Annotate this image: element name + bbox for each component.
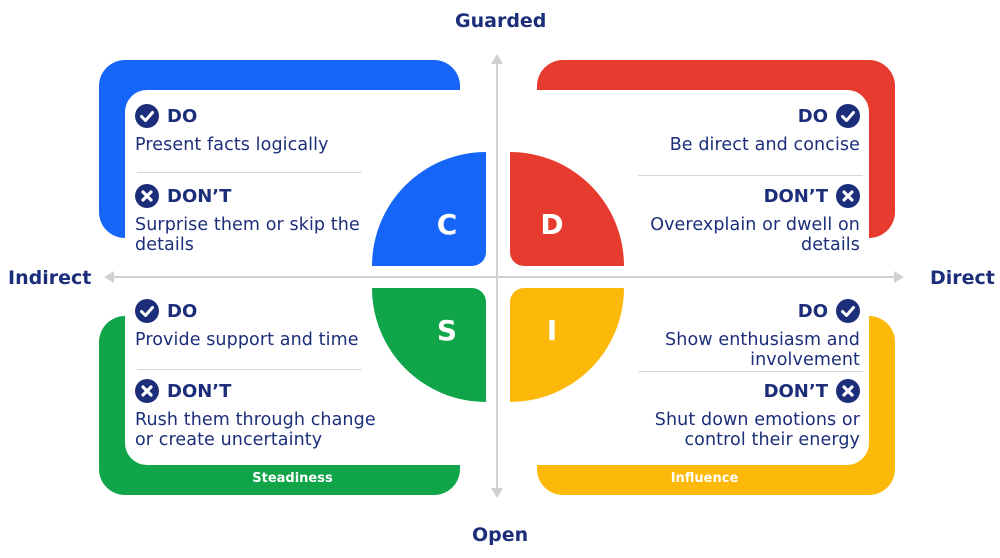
c-dont-text: Surprise them or skip the details xyxy=(135,215,360,255)
d-do-text: Be direct and concise xyxy=(669,135,860,155)
arrow-up-icon xyxy=(491,54,503,64)
arrow-right-icon xyxy=(894,271,904,283)
axis-label-indirect: Indirect xyxy=(8,267,92,289)
i-name-label: Influence xyxy=(670,471,739,486)
i-do-label: DO xyxy=(797,300,828,322)
x-circle-icon xyxy=(135,184,159,208)
i-dont-text: Shut down emotions or control their ener… xyxy=(654,410,860,450)
d-do-label: DO xyxy=(797,105,828,127)
horizontal-axis xyxy=(112,276,896,278)
i-dont-block: DON’T Shut down emotions or control thei… xyxy=(620,378,860,450)
s-dont-block: DON’T Rush them through change or create… xyxy=(135,378,395,450)
d-do-block: DO Be direct and concise xyxy=(620,103,860,155)
s-name-label: Steadiness xyxy=(252,471,333,486)
d-dont-label: DON’T xyxy=(763,185,828,207)
i-do-block: DO Show enthusiasm and involvement xyxy=(620,298,860,370)
arrow-down-icon xyxy=(491,488,503,498)
i-pie: I xyxy=(510,288,624,402)
axis-label-open: Open xyxy=(472,524,529,546)
x-circle-icon xyxy=(836,184,860,208)
i-letter: I xyxy=(546,313,558,347)
s-do-block: DO Provide support and time xyxy=(135,298,375,350)
check-circle-icon xyxy=(135,299,159,323)
s-letter: S xyxy=(436,313,458,347)
s-do-label: DO xyxy=(167,300,198,322)
axis-label-direct: Direct xyxy=(930,267,995,289)
check-circle-icon xyxy=(836,299,860,323)
d-pie: D xyxy=(510,152,624,266)
d-letter: D xyxy=(540,207,564,241)
check-circle-icon xyxy=(836,104,860,128)
x-circle-icon xyxy=(135,379,159,403)
arrow-left-icon xyxy=(104,271,114,283)
d-dont-text: Overexplain or dwell on details xyxy=(650,215,860,255)
d-divider xyxy=(638,175,863,176)
c-do-block: DO Present facts logically xyxy=(135,103,375,155)
d-dont-block: DON’T Overexplain or dwell on details xyxy=(620,183,860,255)
c-dont-block: DON’T Surprise them or skip the details xyxy=(135,183,375,255)
check-circle-icon xyxy=(135,104,159,128)
s-divider xyxy=(137,369,362,370)
c-divider xyxy=(137,172,362,173)
s-do-text: Provide support and time xyxy=(135,330,359,350)
c-do-label: DO xyxy=(167,105,198,127)
i-dont-label: DON’T xyxy=(763,380,828,402)
x-circle-icon xyxy=(836,379,860,403)
axis-label-guarded: Guarded xyxy=(455,10,547,32)
c-dont-label: DON’T xyxy=(167,185,232,207)
i-divider xyxy=(638,371,863,372)
c-letter: C xyxy=(436,207,458,241)
i-do-text: Show enthusiasm and involvement xyxy=(665,330,860,370)
c-do-text: Present facts logically xyxy=(135,135,329,155)
s-dont-text: Rush them through change or create uncer… xyxy=(135,410,376,450)
s-dont-label: DON’T xyxy=(167,380,232,402)
